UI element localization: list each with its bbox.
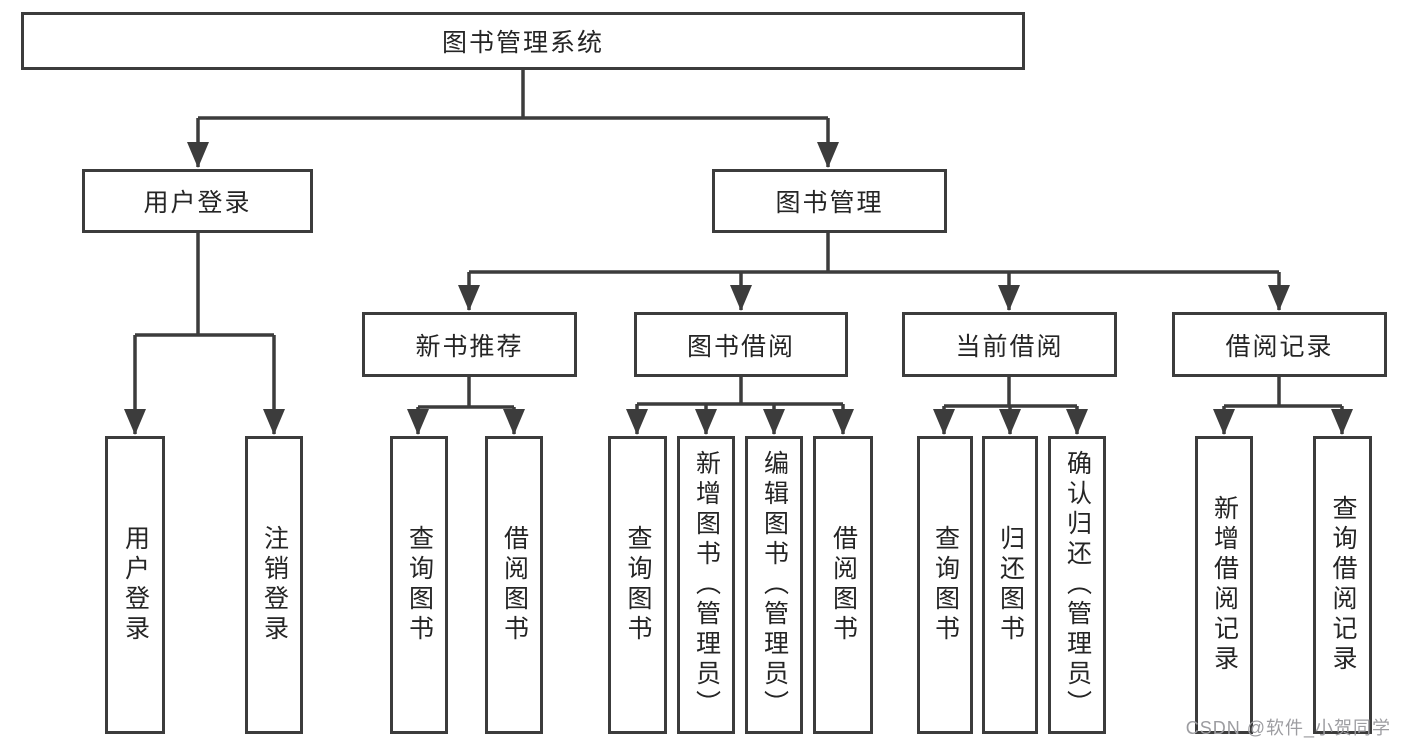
leaf-label: 借阅图书: [500, 525, 529, 645]
leaf-label: 新增图书（管理员）: [692, 450, 721, 720]
leaf-label: 借阅图书: [829, 525, 858, 645]
leaf-return-books: 归还图书: [982, 436, 1038, 734]
node-user-login: 用户登录: [82, 169, 313, 233]
node-label: 当前借阅: [955, 332, 1064, 361]
leaf-query-books-borrowing: 查询图书: [608, 436, 667, 734]
node-label: 用户登录: [143, 189, 252, 217]
node-label: 图书管理系统: [441, 29, 604, 57]
leaf-borrow-books-recommend: 借阅图书: [485, 436, 543, 734]
node-new-book-recommend: 新书推荐: [362, 312, 577, 377]
leaf-add-borrow-record: 新增借阅记录: [1195, 436, 1253, 734]
leaf-query-books-current: 查询图书: [917, 436, 973, 734]
leaf-confirm-return-admin: 确认归还（管理员）: [1048, 436, 1106, 734]
leaf-label: 查询图书: [405, 525, 434, 645]
node-label: 新书推荐: [415, 332, 524, 361]
node-current-borrowing: 当前借阅: [902, 312, 1117, 377]
node-label: 图书借阅: [686, 332, 795, 361]
leaf-borrow-books: 借阅图书: [813, 436, 873, 734]
leaf-edit-books-admin: 编辑图书（管理员）: [745, 436, 803, 734]
leaf-label: 查询借阅记录: [1329, 495, 1357, 675]
node-library-management-system: 图书管理系统: [21, 12, 1025, 70]
leaf-query-books-recommend: 查询图书: [390, 436, 448, 734]
leaf-query-borrow-record: 查询借阅记录: [1313, 436, 1372, 734]
leaf-user-login: 用户登录: [105, 436, 165, 734]
node-label: 借阅记录: [1225, 332, 1334, 361]
csdn-watermark: CSDN @软件_小贺同学: [1185, 718, 1391, 738]
node-label: 图书管理: [775, 189, 884, 217]
leaf-label: 编辑图书（管理员）: [760, 450, 789, 720]
leaf-logout: 注销登录: [245, 436, 303, 734]
leaf-label: 查询图书: [624, 525, 652, 645]
leaf-label: 新增借阅记录: [1210, 495, 1239, 675]
leaf-label: 注销登录: [260, 525, 289, 645]
leaf-label: 确认归还（管理员）: [1063, 450, 1092, 720]
leaf-label: 用户登录: [121, 525, 150, 645]
leaf-label: 归还图书: [996, 525, 1025, 645]
node-book-borrowing: 图书借阅: [634, 312, 848, 377]
node-borrowing-records: 借阅记录: [1172, 312, 1387, 377]
leaf-label: 查询图书: [931, 525, 960, 645]
node-book-management: 图书管理: [712, 169, 947, 233]
leaf-add-books-admin: 新增图书（管理员）: [677, 436, 735, 734]
